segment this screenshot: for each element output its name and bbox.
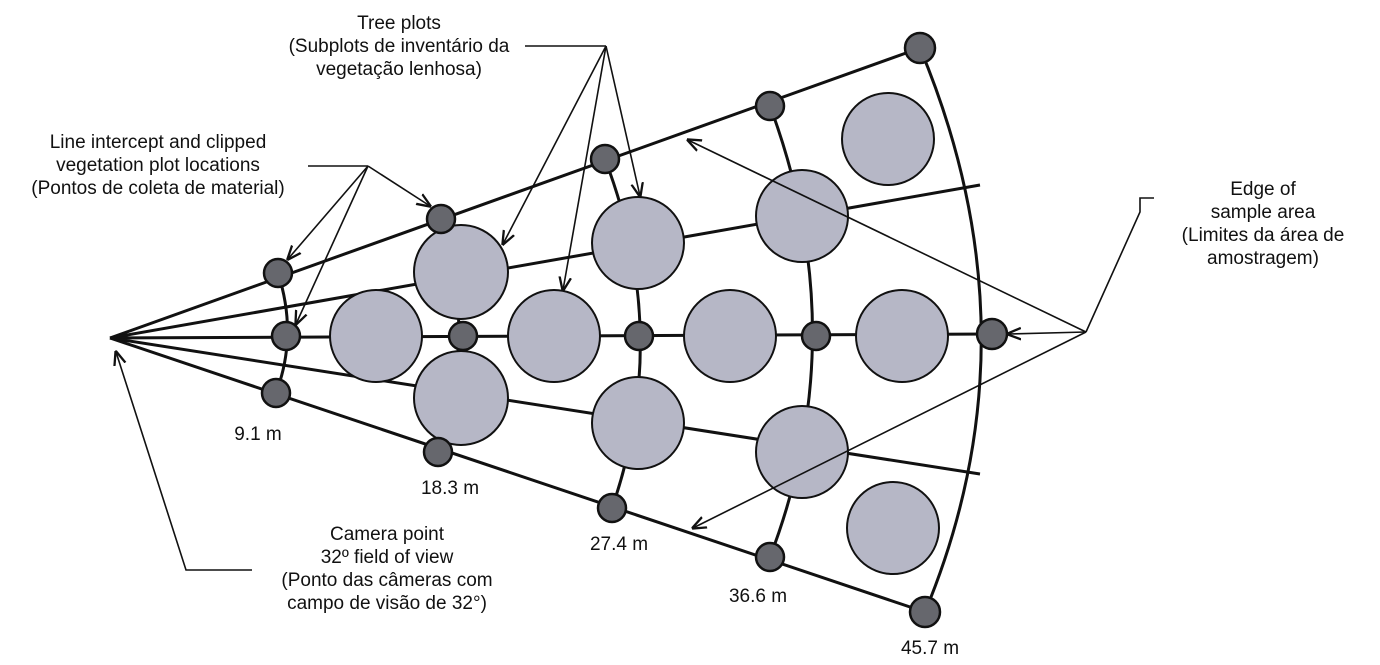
collection-point — [975, 317, 1009, 351]
distance-label-18m: 18.3 m — [420, 478, 480, 499]
collection-point — [623, 320, 655, 352]
edge-arrow-bottom — [693, 331, 1087, 528]
collection-point — [262, 257, 294, 289]
line-intercept-label-line-1: Line intercept and clipped — [49, 132, 267, 153]
transect-outer-bottom — [109, 336, 926, 614]
camera-leader — [116, 352, 252, 571]
collection-point — [800, 320, 832, 352]
camera-label-line-1: Camera point — [329, 524, 445, 545]
edge-of-sample-area-label: Edge of sample area (Limites da área de … — [1158, 178, 1368, 270]
tree-plot — [591, 376, 685, 470]
transect-outer-top — [109, 46, 921, 340]
edge-label-line-3: (Limites da área de — [1181, 225, 1345, 246]
tree-plot — [591, 196, 685, 290]
tree-plot — [683, 289, 777, 383]
edge-arrow-middle — [1008, 332, 1087, 334]
tree-plot — [507, 289, 601, 383]
tree-plot — [755, 405, 849, 499]
collection-point — [425, 203, 457, 235]
tree-plot — [755, 169, 849, 263]
camera-point-label: Camera point 32º field of view (Ponto da… — [252, 523, 522, 615]
collection-point — [596, 492, 628, 524]
edge-label-line-4: amostragem) — [1207, 248, 1319, 269]
collection-point — [903, 31, 937, 65]
line-intercept-arrow-3 — [367, 165, 430, 206]
line-intercept-arrow-2 — [296, 165, 369, 324]
collection-points — [260, 31, 1009, 629]
edge-leader — [1085, 197, 1154, 333]
tree-plot — [413, 350, 509, 446]
distance-label-36m: 36.6 m — [728, 586, 788, 607]
edge-arrow-top — [688, 140, 1087, 333]
line-intercept-label: Line intercept and clipped vegetation pl… — [2, 131, 314, 200]
camera-label-line-2: 32º field of view — [320, 547, 454, 568]
tree-plot — [846, 481, 940, 575]
camera-label-line-4: campo de visão de 32°) — [287, 593, 487, 614]
tree-plots-label-line-2: (Subplots de inventário da — [288, 36, 510, 57]
line-intercept-label-line-3: (Pontos de coleta de material) — [31, 178, 285, 199]
collection-point — [260, 377, 292, 409]
edge-label-line-1: Edge of — [1230, 179, 1296, 200]
tree-plots-label-line-1: Tree plots — [357, 13, 441, 34]
collection-point — [447, 320, 479, 352]
distance-label-9m: 9.1 m — [234, 424, 282, 445]
tree-plots-label-line-3: vegetação lenhosa) — [316, 59, 482, 80]
collection-point — [754, 541, 786, 573]
tree-plots-label: Tree plots (Subplots de inventário da ve… — [254, 12, 544, 81]
collection-point — [422, 436, 454, 468]
line-intercept-label-line-2: vegetation plot locations — [56, 155, 260, 176]
tree-plot — [329, 289, 423, 383]
distance-label-45m: 45.7 m — [900, 638, 960, 659]
tree-plots-arrow-1 — [503, 45, 607, 244]
tree-plots — [329, 92, 949, 575]
tree-plots-arrow-3 — [605, 45, 640, 196]
collection-point — [589, 143, 621, 175]
collection-point — [754, 90, 786, 122]
collection-point — [270, 320, 302, 352]
edge-label-line-2: sample area — [1210, 202, 1316, 223]
line-intercept-arrow-1 — [288, 165, 369, 259]
leader-lines — [116, 45, 1154, 571]
tree-plots-arrow-2 — [563, 45, 607, 290]
tree-plot — [841, 92, 935, 186]
distance-label-27m: 27.4 m — [589, 534, 649, 555]
tree-plot — [855, 289, 949, 383]
collection-point — [908, 595, 942, 629]
tree-plot — [413, 224, 509, 320]
camera-label-line-3: (Ponto das câmeras com — [281, 570, 493, 591]
